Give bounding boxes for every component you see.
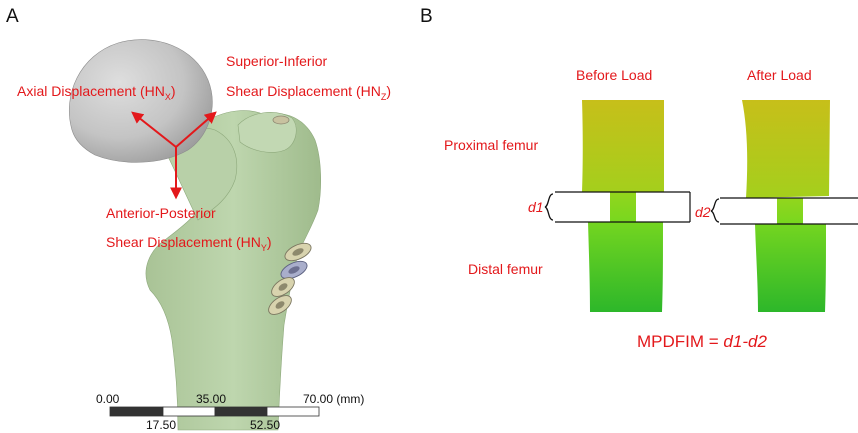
before-load-model [544,100,691,312]
arrow-axial [131,111,177,148]
label-ap-line2: Shear Displacement (HNY) [106,234,272,253]
scale-segment-2 [162,406,216,417]
scale-bar: 0.00 35.00 70.00 (mm) 17.50 52.50 [96,392,364,432]
screw-ring-blue-hole [288,266,300,274]
proximal-femur-label: Proximal femur [444,137,538,153]
screw-ring-1-hole [292,248,304,256]
scale-tick-70: 70.00 (mm) [303,392,364,406]
before-proximal-segment [582,100,664,192]
femoral-head [68,39,213,163]
panel-a-letter: A [6,6,19,27]
after-load-label: After Load [747,67,812,83]
before-brace [544,193,554,221]
trochanter-screw-head [272,115,290,125]
before-gap-white-right [636,193,689,221]
after-gap-segment [777,198,803,224]
label-axial-displacement: Axial Displacement (HNX) [17,83,176,102]
scale-segment-4 [266,406,320,417]
d1-label: d1 [528,199,544,215]
formula-expression: d1-d2 [723,332,767,351]
arrow-superior-inferior [175,111,217,148]
after-brace [710,198,720,223]
scale-tick-17-5: 17.50 [146,418,176,432]
screw-ring-2-hole [278,283,288,291]
panel-b: B Before Load After Load Proximal femur … [420,6,858,351]
before-gap-white-left [556,193,610,221]
distal-femur-label: Distal femur [468,261,543,277]
label-ap-line1: Anterior-Posterior [106,205,216,221]
formula-prefix: MPDFIM = [637,332,723,351]
scale-tick-52-5: 52.50 [250,418,280,432]
scale-tick-35: 35.00 [196,392,226,406]
after-distal-segment [755,224,826,312]
before-load-label: Before Load [576,67,652,83]
before-distal-segment [588,222,663,312]
label-si-line1: Superior-Inferior [226,53,327,69]
before-gap-segment [610,192,636,222]
scale-segment-3 [214,406,268,417]
scale-segment-1 [109,406,164,417]
label-si-line2: Shear Displacement (HNZ) [226,83,391,102]
screw-ring-3-hole [275,301,285,309]
d2-label: d2 [695,204,711,220]
panel-a: A Axial Displacement (HNX) Su [6,6,391,432]
after-gap-white-left [721,199,777,223]
displacement-arrows [131,111,217,200]
after-gap-white-right [803,199,858,223]
after-proximal-segment [742,100,830,198]
panel-b-letter: B [420,6,433,27]
screw-stack [268,242,312,315]
scale-tick-0: 0.00 [96,392,120,406]
after-load-model [710,100,858,312]
mpdfim-formula: MPDFIM = d1-d2 [637,332,767,351]
